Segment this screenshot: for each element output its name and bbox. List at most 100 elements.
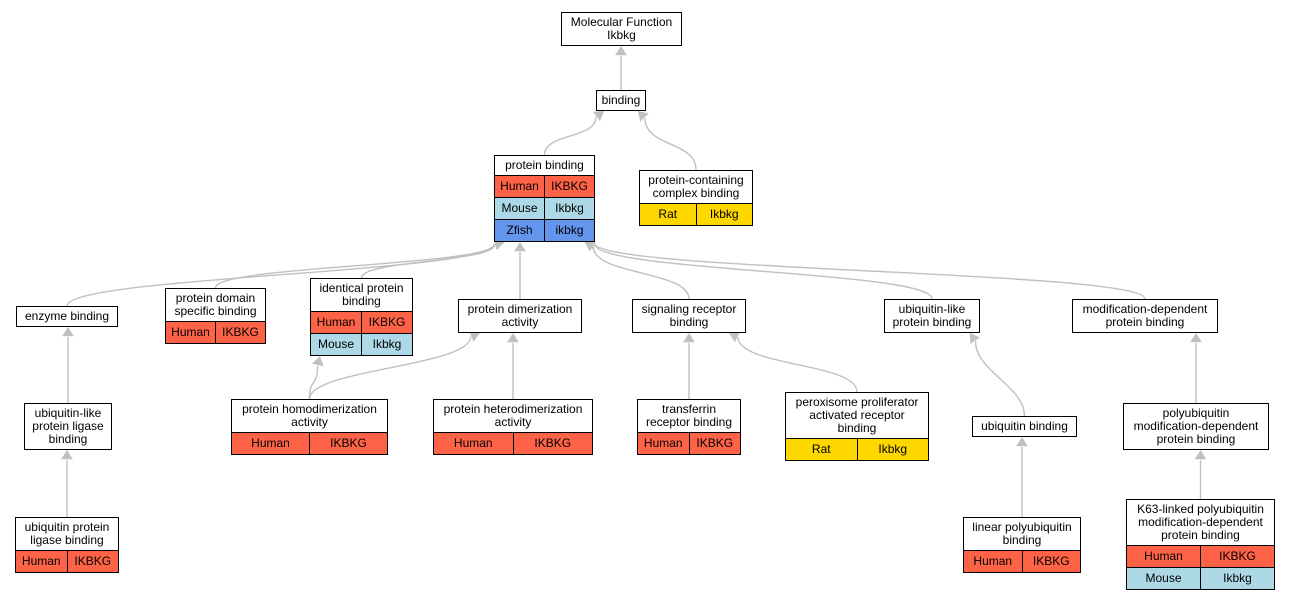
arrowhead-dimerization-to-protein_binding: [514, 242, 526, 252]
species-cell: Rat: [786, 439, 857, 460]
species-cell: Rat: [640, 204, 696, 225]
arrowhead-k63-to-polyub: [1194, 450, 1207, 460]
arrowhead-heterodimer-to-dimerization: [507, 333, 519, 343]
gene-cell: Ikbkg: [361, 334, 412, 355]
species-cell: Zfish: [495, 220, 544, 241]
node-ppar-binding[interactable]: peroxisome proliferator activated recept…: [785, 392, 929, 461]
node-transferrin-receptor-binding[interactable]: transferrin receptor binding Human IKBKG: [637, 399, 741, 455]
gene-cell: IKBKG: [512, 433, 592, 454]
node-enzyme-binding[interactable]: enzyme binding: [16, 306, 118, 327]
node-ubiquitin-binding[interactable]: ubiquitin binding: [972, 416, 1077, 437]
gene-cell: ikbkg: [544, 220, 594, 241]
species-row: Human IKBKG: [638, 432, 740, 454]
species-row: Human IKBKG: [495, 175, 594, 197]
node-ubiquitin-protein-ligase-binding[interactable]: ubiquitin protein ligase binding Human I…: [15, 517, 119, 573]
species-cell: Human: [434, 433, 513, 454]
gene-cell: IKBKG: [1021, 551, 1080, 572]
node-label: ubiquitin-like protein ligase binding: [32, 406, 104, 446]
arrowhead-transferrin-to-signaling: [683, 333, 695, 343]
species-cell: Human: [166, 322, 215, 343]
species-cell: Mouse: [495, 198, 544, 219]
species-cell: Human: [964, 551, 1022, 572]
species-cell: Human: [311, 312, 361, 333]
node-label: ubiquitin protein ligase binding: [24, 520, 110, 547]
node-identical-protein-binding[interactable]: identical protein binding Human IKBKG Mo…: [310, 278, 413, 356]
edge-domain_binding-to-protein_binding: [214, 243, 496, 289]
species-row: Rat Ikbkg: [640, 203, 752, 225]
node-label: K63-linked polyubiquitin modification-de…: [1137, 502, 1264, 542]
node-label: protein binding: [505, 158, 584, 172]
arrowhead-polyub-to-moddep: [1190, 333, 1202, 343]
arrowhead-ubl_ligase-to-enzyme_binding: [62, 327, 74, 337]
arrowhead-ub_binding-to-ubl_binding: [970, 333, 980, 344]
arrowhead-ppar-to-signaling: [729, 331, 740, 343]
species-row: Human IKBKG: [1127, 545, 1274, 567]
species-row: Mouse Ikbkg: [495, 197, 594, 219]
species-row: Human IKBKG: [16, 550, 118, 572]
species-row: Human IKBKG: [166, 321, 265, 343]
node-label: protein-containing complex binding: [648, 173, 744, 200]
node-label: protein domain specific binding: [174, 291, 257, 318]
edge-enzyme_binding-to-protein_binding: [66, 243, 496, 307]
node-label: binding: [601, 93, 641, 107]
node-label: transferrin receptor binding: [645, 402, 733, 429]
arrowhead-ub_ligase-to-ubl_ligase: [61, 450, 73, 460]
gene-cell: IKBKG: [66, 551, 118, 572]
node-k63-linked-polyubiquitin-binding[interactable]: K63-linked polyubiquitin modification-de…: [1126, 499, 1275, 590]
species-cell: Human: [16, 551, 67, 572]
species-row: Mouse Ikbkg: [311, 333, 412, 355]
gene-cell: IKBKG: [1200, 546, 1274, 567]
gene-cell: Ikbkg: [544, 198, 594, 219]
arrowhead-linear_polyub-to-ub_binding: [1016, 437, 1028, 447]
species-row: Zfish ikbkg: [495, 219, 594, 241]
arrowhead-protein_binding-to-binding: [593, 111, 604, 122]
node-label: Molecular Function Ikbkg: [570, 15, 673, 42]
node-molecular-function[interactable]: Molecular Function Ikbkg: [561, 12, 682, 46]
edge-complex_binding-to-binding: [644, 118, 697, 171]
gene-cell: IKBKG: [215, 322, 265, 343]
gene-cell: IKBKG: [688, 433, 740, 454]
node-modification-dependent-protein-binding[interactable]: modification-dependent protein binding: [1072, 299, 1218, 333]
gene-cell: IKBKG: [544, 176, 594, 197]
arrowhead-homodimer-to-dimerization: [469, 330, 480, 342]
node-protein-binding[interactable]: protein binding Human IKBKG Mouse Ikbkg …: [494, 155, 595, 242]
edge-ppar-to-signaling: [737, 337, 858, 393]
gene-cell: Ikbkg: [856, 439, 928, 460]
species-cell: Mouse: [311, 334, 361, 355]
species-row: Human IKBKG: [964, 550, 1080, 572]
node-protein-homodimerization-activity[interactable]: protein homodimerization activity Human …: [231, 399, 388, 455]
node-protein-dimerization-activity[interactable]: protein dimerization activity: [458, 299, 582, 333]
node-label: peroxisome proliferator activated recept…: [795, 395, 919, 435]
species-row: Mouse Ikbkg: [1127, 567, 1274, 589]
gene-cell: Ikbkg: [1200, 568, 1274, 589]
node-polyubiquitin-modification-dependent-protein-binding[interactable]: polyubiquitin modification-dependent pro…: [1123, 403, 1269, 450]
species-row: Rat Ikbkg: [786, 438, 928, 460]
edge-protein_binding-to-binding: [543, 116, 597, 156]
arrowhead-complex_binding-to-binding: [638, 111, 649, 122]
species-cell: Human: [638, 433, 689, 454]
species-row: Human IKBKG: [232, 432, 387, 454]
node-protein-domain-specific-binding[interactable]: protein domain specific binding Human IK…: [165, 288, 266, 344]
species-cell: Mouse: [1127, 568, 1200, 589]
node-label: protein homodimerization activity: [242, 402, 377, 429]
edge-moddep-to-protein_binding: [593, 242, 1146, 300]
node-label: linear polyubiquitin binding: [972, 520, 1072, 547]
arrowhead-binding-to-mf: [615, 46, 627, 56]
node-label: modification-dependent protein binding: [1082, 302, 1208, 329]
node-linear-polyubiquitin-binding[interactable]: linear polyubiquitin binding Human IKBKG: [963, 517, 1081, 573]
gene-cell: Ikbkg: [695, 204, 752, 225]
edge-homodimer-to-identical_binding: [308, 365, 319, 400]
node-binding[interactable]: binding: [596, 90, 646, 111]
node-label: signaling receptor binding: [641, 302, 737, 329]
node-label: protein dimerization activity: [467, 302, 573, 329]
species-row: Human IKBKG: [311, 311, 412, 333]
node-protein-heterodimerization-activity[interactable]: protein heterodimerization activity Huma…: [433, 399, 593, 455]
node-protein-containing-complex-binding[interactable]: protein-containing complex binding Rat I…: [639, 170, 753, 226]
node-ubiquitin-like-protein-binding[interactable]: ubiquitin-like protein binding: [884, 299, 980, 333]
node-ubiquitin-like-protein-ligase-binding[interactable]: ubiquitin-like protein ligase binding: [24, 403, 112, 450]
node-label: polyubiquitin modification-dependent pro…: [1133, 406, 1259, 446]
edge-ub_binding-to-ubl_binding: [974, 341, 1026, 417]
node-signaling-receptor-binding[interactable]: signaling receptor binding: [632, 299, 746, 333]
node-label: ubiquitin-like protein binding: [892, 302, 972, 329]
